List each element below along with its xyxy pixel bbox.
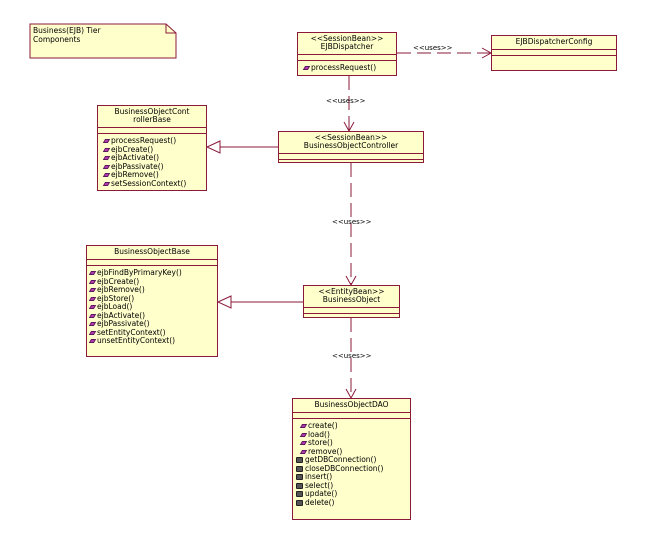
public-operation-icon (88, 279, 97, 284)
public-operation-icon (88, 313, 97, 318)
public-operation-icon (299, 424, 308, 429)
operation: getDBConnection() (296, 455, 410, 465)
class-name: BusinessObjectBase (114, 247, 190, 256)
stereotype: <<SessionBean>> (314, 133, 388, 142)
class-name-line1: BusinessObjectCont (114, 107, 190, 116)
class-name-line2: rollerBase (133, 115, 171, 124)
public-operation-icon (88, 339, 97, 344)
operation: ejbActivate() (102, 153, 206, 163)
attributes-compartment (87, 260, 217, 266)
operation: load() (296, 430, 410, 440)
operation: processRequest() (302, 63, 396, 73)
class-ejb-dispatcher[interactable]: <<SessionBean>> EJBDispatcher processReq… (297, 32, 397, 76)
private-operation-lock-icon (296, 499, 303, 506)
class-name: BusinessObjectDAO (314, 400, 389, 409)
operation: store() (296, 438, 410, 448)
private-operation-lock-icon (296, 465, 303, 472)
public-operation-icon (88, 288, 97, 293)
note: Business(EJB) Tier Components (33, 26, 101, 44)
class-header: EJBDispatcherConfig (492, 36, 616, 50)
stereotype: <<SessionBean>> (310, 34, 384, 43)
operation: update() (296, 489, 410, 499)
attributes-compartment (279, 154, 423, 160)
operation: ejbRemove() (88, 285, 217, 295)
public-operation-icon (88, 330, 97, 335)
class-business-object-dao[interactable]: BusinessObjectDAO create() load() store(… (292, 398, 411, 520)
public-operation-icon (299, 432, 308, 437)
class-header: BusinessObjectCont rollerBase (98, 106, 206, 128)
public-operation-icon (302, 66, 311, 71)
uses-label-object-dao: <<uses>> (332, 352, 372, 360)
class-business-object-controller[interactable]: <<SessionBean>> BusinessObjectController (278, 131, 424, 163)
operations-compartment: processRequest() ejbCreate() ejbActivate… (98, 134, 206, 190)
class-business-object[interactable]: <<EntityBean>> BusinessObject (303, 285, 400, 318)
operation: setEntityContext() (88, 328, 217, 338)
public-operation-icon (299, 449, 308, 454)
operation: unsetEntityContext() (88, 336, 217, 346)
attributes-compartment (492, 50, 616, 56)
class-header: BusinessObjectBase (87, 246, 217, 260)
operation: ejbStore() (88, 294, 217, 304)
public-operation-icon (102, 164, 111, 169)
operation: delete() (296, 498, 410, 508)
note-text-line1: Business(EJB) Tier (33, 26, 101, 35)
operation: select() (296, 481, 410, 491)
uses-label-dispatcher-controller: <<uses>> (326, 97, 366, 105)
operation: setSessionContext() (102, 179, 206, 189)
operations-compartment: processRequest() (298, 61, 396, 75)
private-operation-lock-icon (296, 491, 303, 498)
operation: ejbActivate() (88, 311, 217, 321)
public-operation-icon (102, 156, 111, 161)
private-operation-lock-icon (296, 482, 303, 489)
operation: ejbCreate() (102, 145, 206, 155)
class-business-object-controller-base[interactable]: BusinessObjectCont rollerBase processReq… (97, 105, 207, 191)
class-header: <<SessionBean>> BusinessObjectController (279, 132, 423, 154)
controller-generalization-arrowhead (205, 140, 221, 154)
private-operation-lock-icon (296, 457, 303, 464)
class-name: EJBDispatcher (320, 42, 374, 51)
operation: ejbFindByPrimaryKey() (88, 268, 217, 278)
note-text-line2: Components (33, 34, 81, 44)
public-operation-icon (299, 441, 308, 446)
attributes-compartment (298, 55, 396, 61)
operation: closeDBConnection() (296, 464, 410, 474)
note-shape (29, 23, 177, 59)
public-operation-icon (88, 322, 97, 327)
operation: ejbLoad() (88, 302, 217, 312)
class-business-object-base[interactable]: BusinessObjectBase ejbFindByPrimaryKey()… (86, 245, 218, 357)
operation: remove() (296, 447, 410, 457)
operation: ejbCreate() (88, 277, 217, 287)
stereotype: <<EntityBean>> (318, 287, 385, 296)
public-operation-icon (88, 305, 97, 310)
operation: ejbRemove() (102, 170, 206, 180)
public-operation-icon (102, 147, 111, 152)
attributes-compartment (293, 413, 410, 419)
public-operation-icon (88, 271, 97, 276)
operation: ejbPassivate() (102, 162, 206, 172)
class-ejb-dispatcher-config[interactable]: EJBDispatcherConfig (491, 35, 617, 71)
uses-label-controller-object: <<uses>> (332, 218, 372, 226)
public-operation-icon (88, 296, 97, 301)
class-name: BusinessObject (322, 295, 381, 304)
operation: processRequest() (102, 136, 206, 146)
operation: ejbPassivate() (88, 319, 217, 329)
operations-compartment: ejbFindByPrimaryKey() ejbCreate() ejbRem… (87, 266, 217, 348)
class-header: <<SessionBean>> EJBDispatcher (298, 33, 396, 55)
uses-label-dispatcher-config: <<uses>> (413, 44, 453, 52)
class-header: BusinessObjectDAO (293, 399, 410, 413)
attributes-compartment (304, 308, 399, 314)
public-operation-icon (102, 181, 111, 186)
attributes-compartment (98, 128, 206, 134)
public-operation-icon (102, 139, 111, 144)
operations-compartment: create() load() store() remove() getDBCo… (293, 419, 410, 509)
public-operation-icon (102, 173, 111, 178)
class-header: <<EntityBean>> BusinessObject (304, 286, 399, 308)
class-name: EJBDispatcherConfig (515, 37, 593, 46)
class-name: BusinessObjectController (303, 141, 399, 150)
object-generalization-arrowhead (216, 295, 232, 309)
private-operation-lock-icon (296, 474, 303, 481)
operation: insert() (296, 472, 410, 482)
operation: create() (296, 421, 410, 431)
